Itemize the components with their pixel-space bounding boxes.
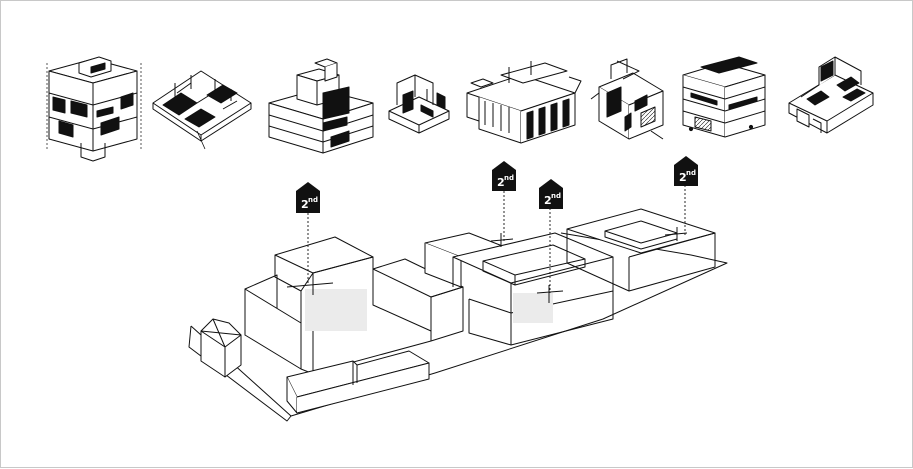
site-massing-model <box>189 209 727 421</box>
unit-thumbnail-2 <box>153 71 251 149</box>
unit-thumbnail-4 <box>389 75 449 133</box>
floor-marker-1: 2 nd <box>296 182 320 213</box>
unit-thumbnail-1 <box>47 57 141 161</box>
unit-thumbnail-7 <box>683 57 765 137</box>
unit-thumbnail-8 <box>789 57 873 133</box>
floor-marker-3: 2 nd <box>539 179 563 209</box>
unit-thumbnail-6 <box>591 59 663 139</box>
floor-marker-3-suffix: nd <box>551 192 561 200</box>
floor-marker-1-suffix: nd <box>308 196 318 204</box>
unit-thumbnail-5 <box>467 61 581 143</box>
unit-thumbnail-3 <box>269 59 373 153</box>
small-house-volume <box>201 319 241 377</box>
floor-marker-2: 2 nd <box>492 161 516 191</box>
floor-marker-4-suffix: nd <box>686 169 696 177</box>
floor-marker-2-suffix: nd <box>504 174 514 182</box>
floor-marker-4: 2 nd <box>674 156 698 186</box>
